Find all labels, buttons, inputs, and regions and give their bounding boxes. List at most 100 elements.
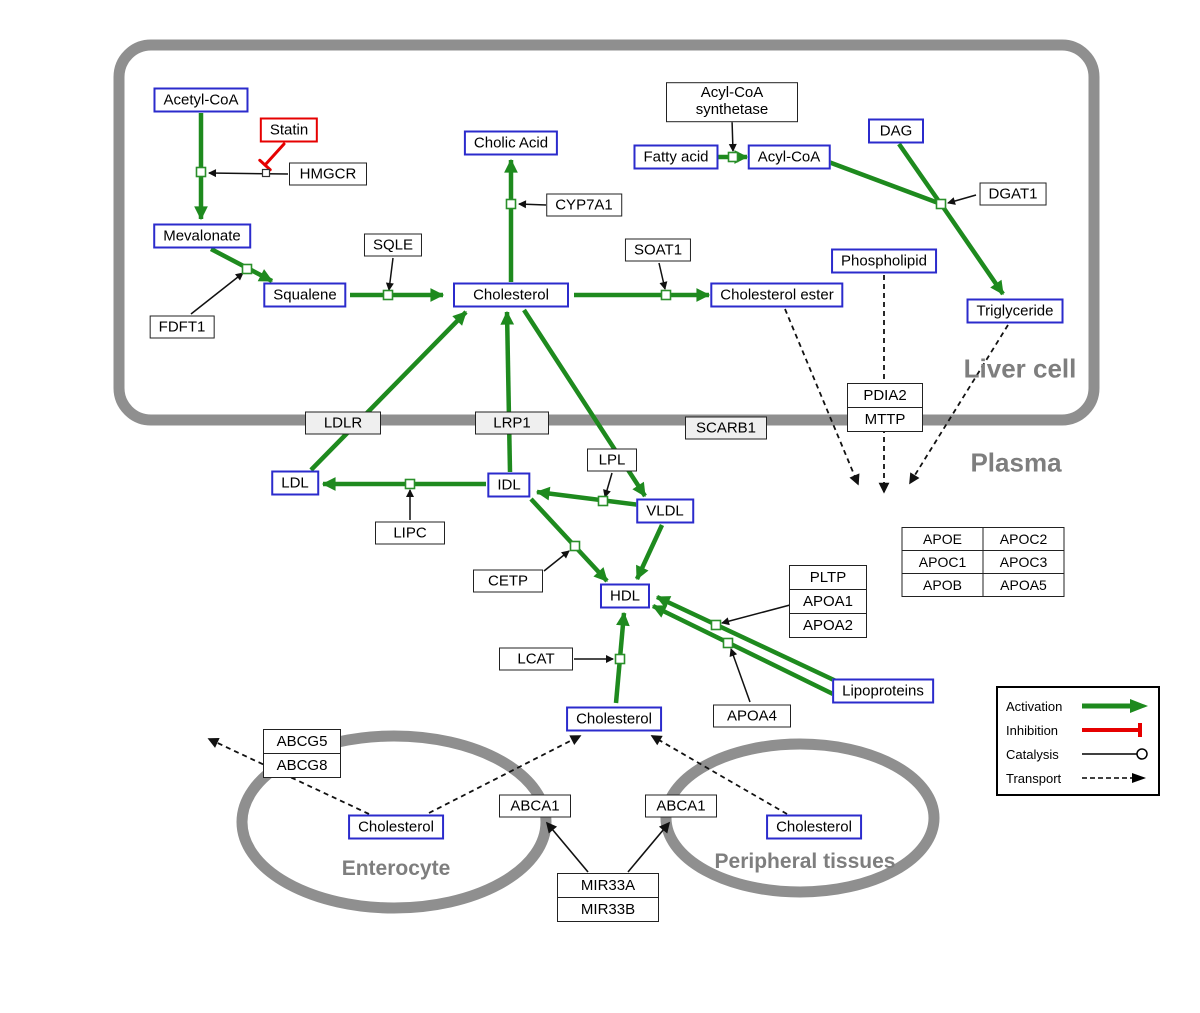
node-ldlr[interactable]: LDLR: [305, 411, 381, 435]
anchor-cetp: [569, 540, 581, 552]
statin-inhibition-anchor: [261, 168, 271, 178]
node-pltp[interactable]: PLTP: [789, 565, 867, 590]
edge-mevalonate-squalene: [209, 247, 274, 283]
node-statin[interactable]: Statin: [259, 117, 319, 143]
node-cholesterol-enterocyte[interactable]: Cholesterol: [348, 814, 444, 840]
catalysis-apoa4: [729, 648, 751, 703]
node-fatty-acid[interactable]: Fatty acid: [633, 144, 719, 170]
acyl-coa-synthetase-line2: synthetase: [695, 101, 769, 118]
acyl-coa-synthetase-line1: Acyl-CoA: [700, 84, 764, 102]
catalysis-soat1: [658, 262, 668, 290]
catalysis-edges: [190, 118, 977, 703]
activation-edges: [194, 113, 1005, 704]
mir33-group: MIR33A MIR33B: [557, 873, 659, 922]
node-idl[interactable]: IDL: [487, 472, 531, 498]
catalysis-dgat1: [947, 194, 977, 205]
anchor-sqle: [382, 289, 394, 301]
liver-cell-membrane: [113, 39, 1100, 426]
legend-row-inhibition: Inhibition: [998, 718, 1158, 742]
peripheral-tissues-label: Peripheral tissues: [714, 850, 896, 873]
node-cholesterol-plasma[interactable]: Cholesterol: [566, 706, 662, 732]
node-apoa2[interactable]: APOA2: [789, 613, 867, 638]
node-soat1[interactable]: SOAT1: [624, 238, 692, 262]
node-sqle[interactable]: SQLE: [363, 233, 423, 257]
node-lrp1[interactable]: LRP1: [475, 411, 549, 435]
legend-inhibition-label: Inhibition: [1006, 722, 1059, 738]
node-cetp[interactable]: CETP: [473, 569, 543, 593]
node-abcg8[interactable]: ABCG8: [263, 753, 341, 778]
node-cholesterol-liver[interactable]: Cholesterol: [453, 282, 569, 308]
node-apoa4[interactable]: APOA4: [713, 704, 791, 728]
node-apoc1[interactable]: APOC1: [901, 550, 984, 574]
node-acetyl-coa[interactable]: Acetyl-CoA: [153, 87, 249, 113]
node-lpl[interactable]: LPL: [587, 448, 637, 472]
node-squalene[interactable]: Squalene: [263, 282, 347, 308]
node-cholesterol-peripheral[interactable]: Cholesterol: [766, 814, 862, 840]
anchor-lipc: [404, 478, 416, 490]
catalysis-hmgcr: [208, 169, 289, 178]
regulation-arrows: [545, 821, 671, 873]
edge-vldl-hdl: [634, 524, 665, 581]
apolipoprotein-table: APOE APOC2 APOC1 APOC3 APOB APOA5: [901, 527, 1065, 597]
node-abca1-left[interactable]: ABCA1: [499, 794, 571, 818]
node-apoc2[interactable]: APOC2: [982, 527, 1065, 551]
node-abcg5[interactable]: ABCG5: [263, 729, 341, 754]
transport-arrow-icon: [1082, 773, 1146, 783]
legend-transport-label: Transport: [1006, 770, 1062, 786]
node-mttp[interactable]: MTTP: [847, 407, 923, 432]
node-ldl[interactable]: LDL: [271, 470, 319, 496]
node-fdft1[interactable]: FDFT1: [149, 315, 215, 339]
legend-row-transport: Transport: [998, 766, 1158, 790]
inhibition-tbar-icon: [1082, 723, 1142, 737]
reaction-anchors: [195, 151, 947, 665]
node-acyl-coa-synthetase[interactable]: Acyl-CoA synthetase: [666, 82, 798, 122]
node-mevalonate[interactable]: Mevalonate: [153, 223, 251, 249]
legend: Activation Inhibition Catalysis Transpor…: [996, 686, 1160, 796]
node-apoa1[interactable]: APOA1: [789, 589, 867, 614]
anchor-lpl: [597, 495, 609, 507]
node-dgat1[interactable]: DGAT1: [979, 182, 1047, 206]
node-cyp7a1[interactable]: CYP7A1: [546, 193, 622, 217]
node-cholic-acid[interactable]: Cholic Acid: [463, 130, 559, 156]
edge-lipoproteins-hdl-1: [655, 594, 837, 684]
node-apoe[interactable]: APOE: [901, 527, 984, 551]
node-hmgcr[interactable]: HMGCR: [289, 162, 367, 186]
node-triglyceride[interactable]: Triglyceride: [966, 298, 1064, 324]
inhibition-statin-line: [263, 142, 286, 167]
edge-dag-junction: [897, 142, 940, 202]
node-scarb1[interactable]: SCARB1: [685, 416, 767, 440]
node-vldl[interactable]: VLDL: [636, 498, 694, 524]
arrow-mir33-abca1-left: [545, 821, 589, 873]
node-apoa5[interactable]: APOA5: [982, 573, 1065, 597]
anchor-hmgcr: [195, 166, 207, 178]
node-phospholipid[interactable]: Phospholipid: [831, 248, 937, 274]
anchor-fdft1: [241, 263, 253, 275]
node-lipoproteins[interactable]: Lipoproteins: [832, 678, 934, 704]
node-cholesterol-ester[interactable]: Cholesterol ester: [710, 282, 844, 308]
node-apoc3[interactable]: APOC3: [982, 550, 1065, 574]
node-acyl-coa[interactable]: Acyl-CoA: [747, 144, 831, 170]
anchor-cyp7a1: [505, 198, 517, 210]
activation-arrow-icon: [1082, 699, 1148, 713]
node-mir33b[interactable]: MIR33B: [557, 897, 659, 922]
node-mir33a[interactable]: MIR33A: [557, 873, 659, 898]
anchor-soat1: [660, 289, 672, 301]
edge-ldl-livercholesterol: [309, 310, 468, 472]
edge-idl-livercholesterol: [500, 310, 515, 473]
node-pdia2[interactable]: PDIA2: [847, 383, 923, 408]
anchor-acylcoa-synthetase: [727, 151, 739, 163]
node-lipc[interactable]: LIPC: [375, 521, 445, 545]
node-hdl[interactable]: HDL: [599, 583, 651, 609]
inhibition-statin-bar: [258, 158, 272, 172]
catalysis-circle-icon: [1082, 748, 1148, 760]
transport-triglyceride: [909, 324, 1009, 485]
node-abca1-right[interactable]: ABCA1: [645, 794, 717, 818]
node-lcat[interactable]: LCAT: [499, 647, 573, 671]
node-apob[interactable]: APOB: [901, 573, 984, 597]
edge-vldl-idl: [535, 486, 641, 508]
legend-activation-label: Activation: [1006, 698, 1063, 714]
node-dag[interactable]: DAG: [868, 118, 924, 144]
inhibition-edge: [258, 142, 286, 172]
catalysis-acylcoa-synthetase: [728, 118, 737, 152]
